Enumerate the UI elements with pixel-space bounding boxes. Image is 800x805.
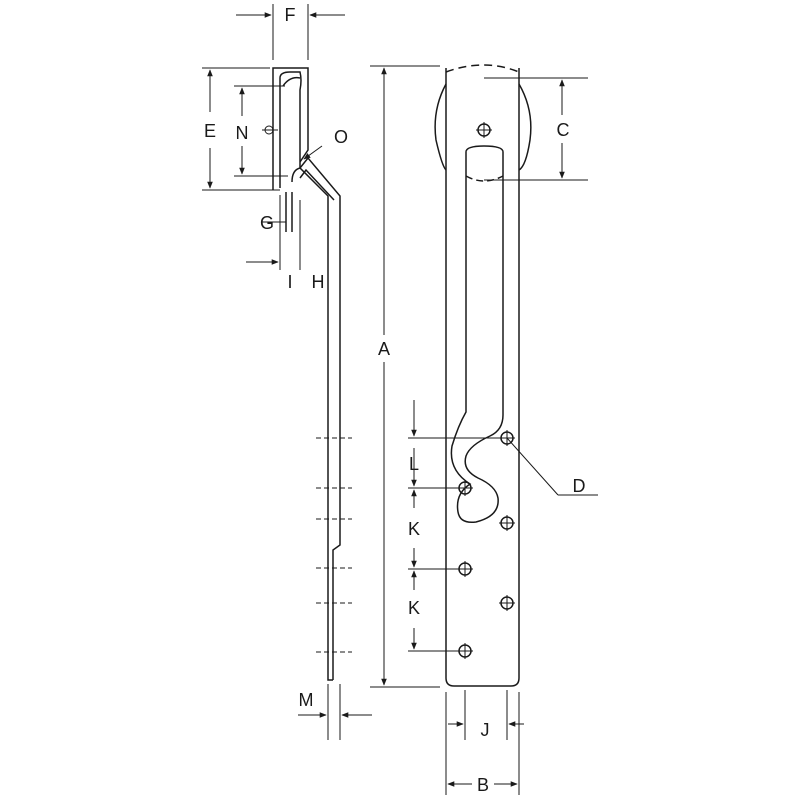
hole-4 <box>457 561 473 577</box>
front-view-hook-circle-bottom <box>465 175 504 182</box>
label-m: M <box>299 690 314 710</box>
label-l: L <box>409 454 419 474</box>
label-i: I <box>287 272 292 292</box>
dim-o <box>303 145 323 160</box>
dimension-labels: F E N O G I H A C D L K K M J B <box>204 5 586 795</box>
side-view-shank-inner <box>291 167 333 681</box>
label-k-lower: K <box>408 598 420 618</box>
front-view-hook-circle-hidden <box>445 64 520 73</box>
label-n: N <box>236 123 249 143</box>
side-view <box>262 67 352 681</box>
label-o: O <box>334 127 348 147</box>
dim-f <box>236 4 345 60</box>
label-h: H <box>312 272 325 292</box>
label-d: D <box>573 476 586 496</box>
label-e: E <box>204 121 216 141</box>
dim-d <box>506 437 598 496</box>
label-a: A <box>378 339 390 359</box>
hole-3 <box>499 515 515 531</box>
side-view-hook-lip <box>282 76 301 87</box>
dim-l-k <box>408 400 500 652</box>
side-view-bend-detail <box>299 168 335 201</box>
hole-6 <box>457 643 473 659</box>
label-f: F <box>285 5 296 25</box>
front-view-hook-circle-right <box>518 83 532 171</box>
dim-e <box>202 67 280 191</box>
side-view-shank-outer <box>299 156 341 680</box>
hole-2 <box>457 480 473 496</box>
front-view-slot <box>450 145 504 524</box>
front-view-holes <box>457 122 515 659</box>
label-c: C <box>557 120 570 140</box>
hole-5 <box>499 595 515 611</box>
hole-top <box>476 122 492 138</box>
label-j: J <box>481 720 490 740</box>
front-view-plate <box>445 68 520 687</box>
label-k-upper: K <box>408 519 420 539</box>
dim-i-h <box>246 195 301 270</box>
dim-n <box>234 85 288 177</box>
front-view <box>434 64 532 687</box>
dim-c <box>484 77 588 181</box>
dim-j <box>448 690 524 740</box>
label-g: G <box>260 213 274 233</box>
side-view-hook-inner <box>279 71 302 188</box>
label-b: B <box>477 775 489 795</box>
side-view-hole-ticks <box>316 437 352 653</box>
front-view-hook-circle-left <box>434 83 447 171</box>
dim-a <box>370 65 440 688</box>
dim-b <box>445 692 520 795</box>
dim-m <box>298 684 372 740</box>
